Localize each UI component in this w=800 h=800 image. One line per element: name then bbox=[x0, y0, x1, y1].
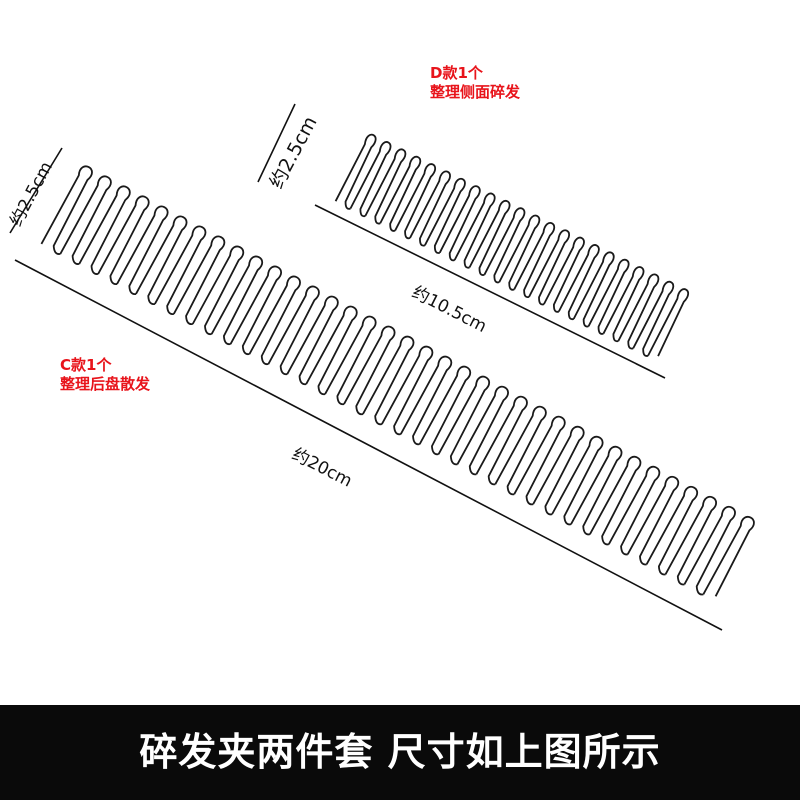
comb-tooth bbox=[572, 251, 615, 328]
c-length-measure-line bbox=[14, 259, 723, 631]
comb-tooth bbox=[267, 285, 320, 376]
comb-tooth bbox=[78, 185, 131, 275]
comb-tooth bbox=[399, 355, 453, 446]
d-comb-title: D款1个 bbox=[430, 64, 483, 82]
comb-tooth bbox=[381, 345, 434, 436]
c-height-measure-line bbox=[9, 147, 63, 234]
comb-tooth bbox=[343, 325, 396, 416]
comb-tooth bbox=[645, 485, 699, 576]
comb-tooth bbox=[418, 365, 472, 456]
comb-tooth bbox=[324, 315, 377, 406]
comb-tooth bbox=[154, 225, 207, 316]
comb-tooth bbox=[570, 445, 623, 536]
d-comb-wire bbox=[334, 133, 690, 357]
comb-tooth bbox=[394, 163, 437, 240]
comb-tooth bbox=[543, 236, 585, 313]
comb-tooth bbox=[626, 475, 680, 566]
comb-tooth bbox=[483, 207, 526, 284]
comb-tooth bbox=[409, 170, 451, 247]
comb-tooth bbox=[364, 148, 407, 225]
comb-tooth bbox=[532, 425, 585, 516]
comb-tooth bbox=[558, 244, 600, 321]
comb-tooth bbox=[229, 265, 282, 356]
comb-tooth bbox=[589, 455, 642, 546]
c-comb-title: C款1个 bbox=[60, 356, 112, 374]
comb-tooth bbox=[632, 280, 675, 357]
comb-tooth bbox=[617, 273, 660, 350]
comb-tooth bbox=[513, 415, 566, 506]
comb-tooth bbox=[551, 435, 604, 526]
comb-tooth bbox=[683, 505, 736, 596]
comb-tooth bbox=[453, 192, 496, 269]
comb-tooth bbox=[494, 405, 547, 496]
comb-tooth bbox=[513, 222, 556, 298]
c-comb-wire bbox=[40, 165, 755, 597]
comb-tooth bbox=[437, 375, 491, 466]
comb-tooth bbox=[191, 245, 245, 336]
comb-tooth bbox=[210, 255, 264, 346]
comb-tooth bbox=[438, 185, 481, 262]
comb-tooth bbox=[40, 165, 93, 255]
comb-tooth bbox=[587, 258, 630, 335]
c-comb-desc: 整理后盘散发 bbox=[60, 375, 151, 393]
comb-tooth bbox=[424, 177, 466, 254]
comb-tooth bbox=[135, 215, 188, 306]
comb-tooth bbox=[59, 175, 112, 265]
comb-tooth bbox=[647, 288, 690, 357]
comb-tooth bbox=[248, 275, 301, 366]
d-comb-callout: D款1个 整理侧面碎发 bbox=[430, 64, 520, 102]
comb-tooth bbox=[602, 266, 645, 343]
comb-tooth bbox=[286, 295, 339, 386]
comb-tooth bbox=[664, 495, 717, 586]
comb-tooth bbox=[475, 395, 528, 486]
comb-tooth bbox=[498, 214, 541, 291]
comb-tooth bbox=[528, 229, 570, 306]
comb-tooth bbox=[468, 200, 511, 276]
comb-tooth bbox=[173, 235, 226, 326]
comb-tooth bbox=[456, 385, 509, 476]
d-height-measure-line bbox=[257, 103, 296, 183]
d-length-measure-line bbox=[314, 204, 666, 379]
comb-tooth bbox=[334, 133, 377, 210]
comb-tooth bbox=[362, 335, 415, 426]
d-comb-desc: 整理侧面碎发 bbox=[430, 83, 521, 101]
comb-tooth bbox=[349, 141, 392, 218]
c-comb-callout: C款1个 整理后盘散发 bbox=[60, 356, 150, 394]
comb-tooth bbox=[97, 195, 150, 285]
bottom-banner: 碎发夹两件套 尺寸如上图所示 bbox=[0, 705, 800, 800]
comb-tooth bbox=[607, 465, 661, 556]
comb-tooth bbox=[379, 155, 422, 232]
comb-tooth bbox=[305, 305, 358, 396]
comb-tooth bbox=[702, 515, 755, 597]
comb-tooth bbox=[116, 205, 169, 296]
